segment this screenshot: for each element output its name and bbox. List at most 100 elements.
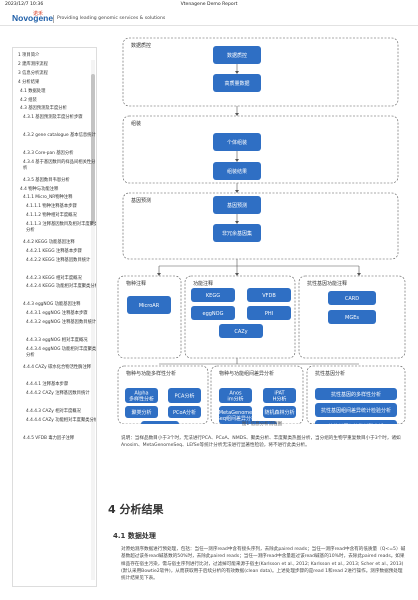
hq-box (213, 74, 261, 92)
toc-item[interactable]: 1 项目简介 (18, 53, 40, 58)
box-label: 非冗余基因集 (222, 230, 252, 237)
toc-item[interactable]: 4.4.2.3 KEGG 相对丰度概况 (26, 275, 82, 281)
box-label: VFDB (262, 293, 276, 299)
toc-item[interactable]: 4.4.2.2 KEGG 注释基因数目统计 (26, 257, 91, 263)
box-label: CAZy (234, 329, 247, 335)
toc-item[interactable]: 4.4.4.2 CAZy 注释基因数目统计 (26, 391, 90, 397)
clu1-box (125, 406, 158, 418)
toc-item[interactable]: 4.4.3.4 eggNOG 功能相对丰度聚类分析 (26, 346, 97, 358)
box-label: MicroAR (139, 303, 160, 309)
arg1-box (315, 388, 397, 400)
toc-item[interactable]: 4.3 基因预测及丰度分析 (20, 106, 67, 112)
toc-item[interactable]: 4.4.4.3 CAZy 相对丰度概况 (26, 409, 81, 414)
box-label: 抗性基因组间差异统计检验分析 (321, 407, 391, 414)
box-label: 抗性基因的多样性分析 (331, 391, 381, 398)
body-paragraph: 对原始测序数据进行预处理，包括：当任一测序read中含有接头序列，去除此pair… (121, 547, 406, 582)
qc-stage-group (122, 37, 399, 107)
toc-item[interactable]: 4.4.4.4 CAZy 功能相对丰度聚类分析 (26, 417, 97, 423)
arg3-box (315, 420, 397, 424)
toc-item[interactable]: 4.3.1 基因预测及丰度分析步骤 (23, 115, 83, 121)
kegg-box (191, 288, 235, 302)
toc-item[interactable]: 4.4.4 CAZy 碳水化合物活性酶注释 (23, 364, 92, 370)
toc-item[interactable]: 4.4.3.1 eggNOG 注释基本步骤 (26, 311, 88, 317)
sp-annot-group (117, 275, 182, 359)
toc-item[interactable]: 4.4.2.4 KEGG 功能相对丰度聚类分析 (26, 284, 97, 290)
subsection-title: 4.1 数据处理 (113, 532, 156, 540)
pca1-box (168, 388, 201, 403)
toc-item[interactable]: 4.1.1.3 注释基因数目及相对丰度聚类分析 (26, 222, 97, 234)
toc-scrollbar[interactable] (91, 60, 95, 580)
box-label: CARD (345, 296, 359, 302)
box-label: 基因预测 (227, 202, 247, 209)
box-label: 数据质控 (227, 52, 247, 59)
toc-item[interactable]: 4.4.4.1 注释基本步骤 (26, 382, 69, 388)
novogene-logo[interactable]: Novogene 诺禾 (12, 11, 53, 23)
arrow-head (235, 159, 239, 162)
table-of-contents: 1 项目简介 2 建库测序流程 3 信息分析流程 4 分析结果 4.1 数据处理 4.2 … (12, 47, 97, 587)
toc-item[interactable]: 4.2 组装 (20, 97, 37, 103)
flowchart-caption: 图1 信息分析流程图 (241, 422, 283, 427)
pcoa-box (168, 406, 201, 418)
lefse-box (239, 421, 277, 424)
arrow-head (235, 71, 239, 74)
arrow-head (235, 273, 239, 276)
asm2-box (213, 162, 261, 180)
toc-item[interactable]: 4.3.2 gene catalogue 基本信息统计 (23, 133, 96, 139)
meta-box (219, 406, 252, 424)
nmds-box (141, 421, 179, 424)
box-label: MGEs (345, 315, 359, 321)
arrow-head (235, 221, 239, 224)
toc-item[interactable]: 3 信息分析流程 (18, 70, 48, 76)
toc-item[interactable]: 4.4.2 KEGG 功能基因注释 (23, 239, 75, 245)
toc-item[interactable]: 4 分析结果 (18, 79, 40, 85)
pred1-box (213, 196, 261, 214)
toc-item[interactable]: 4.4.3.2 eggNOG 注释基因数目统计 (26, 320, 97, 325)
report-header: Novogene 诺禾 Providing leading genomic se… (0, 10, 418, 26)
page-tab-title: Vtenagene Demo Report (180, 2, 238, 7)
arrow-head (235, 190, 239, 193)
box-label: 物种注释 (126, 280, 146, 287)
toc-item[interactable]: 4.3.3 Core-pan 基因分析 (23, 150, 74, 156)
toc-item[interactable]: 4.4.2.1 KEGG 注释基本步骤 (26, 248, 82, 254)
print-datetime: 2023/12/7 10:36 (5, 2, 44, 7)
box-label: PCA分析 (175, 393, 195, 400)
box-label: 抗性基因分析 (315, 370, 345, 377)
box-label: 物种与功能多样性分析 (126, 370, 176, 377)
toc-item[interactable]: 4.4.5 VFDB 毒力因子注释 (23, 435, 75, 441)
pred2-box (213, 224, 261, 242)
toc-item[interactable]: 4.3.5 基因数目韦恩分析 (23, 177, 70, 183)
toc-item[interactable]: 4.4 物种与功能注释 (20, 186, 59, 192)
vfdb-box (247, 288, 291, 302)
card-box (328, 291, 376, 305)
toc-item[interactable]: 2 建库测序流程 (18, 61, 48, 67)
arrow-head (157, 273, 161, 276)
browser-title-bar: 2023/12/7 10:36 Vtenagene Demo Report (0, 0, 418, 9)
toc-item[interactable]: 4.4.3 eggNOG 功能基因注释 (23, 302, 81, 308)
box-label: PCoA分析 (173, 409, 196, 416)
arrow-head (235, 113, 239, 116)
box-label: 组装 (131, 120, 141, 127)
note-paragraph: 说明：当样品数目小于3个时，无法进行PCA、PCoA、NMDS、聚类分析、丰度聚… (121, 436, 401, 449)
anosim-box (219, 388, 252, 403)
box-label: 功能注释 (193, 280, 213, 287)
toc-item[interactable]: 4.1.1.1 物种注释基本步骤 (26, 204, 77, 210)
header-divider (53, 15, 54, 23)
rf-box (263, 406, 296, 418)
toc-item[interactable]: 4.3.4 基于基因数目的样品间相关性分析 (23, 159, 96, 171)
box-label: 组装结果 (227, 168, 247, 175)
box-label: 聚类分析 (131, 409, 151, 416)
toc-item[interactable]: 4.1.1 Micro_NR物种注释 (23, 195, 73, 201)
toc-scrollbar-thumb[interactable] (91, 74, 95, 224)
toc-item[interactable]: 4.1.1.2 物种相对丰度概况 (26, 213, 77, 219)
phi-box (247, 306, 291, 320)
toc-item[interactable]: 4.4.3.3 eggNOG 相对丰度概况 (26, 337, 88, 343)
toc-item[interactable]: 4.1 数据处理 (20, 88, 46, 94)
box-label: 抗性基因功能注释 (307, 280, 347, 287)
box-label: MetaGenome Seq组间差异分析 (215, 410, 256, 422)
box-label: eggNOG (203, 311, 224, 317)
arg2-box (315, 403, 397, 417)
arrow-head (357, 273, 361, 276)
